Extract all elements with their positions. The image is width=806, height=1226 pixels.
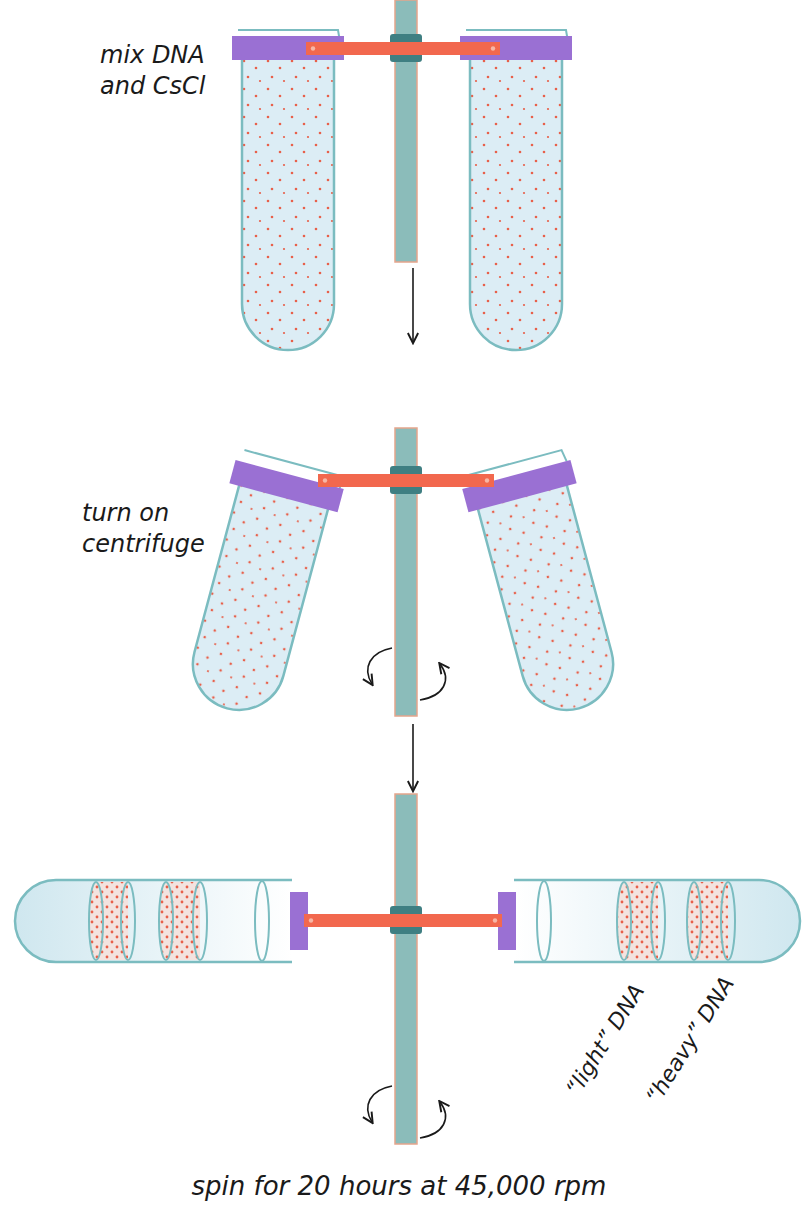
band-label: “light” DNA <box>560 979 652 1102</box>
stage-three <box>15 794 800 1144</box>
step-label: turn on centrifuge <box>82 498 247 560</box>
dna-bands <box>89 882 735 960</box>
stage-one <box>232 0 572 350</box>
stage-two <box>173 428 633 790</box>
band-label: “heavy” DNA <box>640 972 741 1110</box>
step-label: mix DNA and CsCl <box>100 40 235 102</box>
caption-label: spin for 20 hours at 45,000 rpm <box>0 1170 802 1204</box>
